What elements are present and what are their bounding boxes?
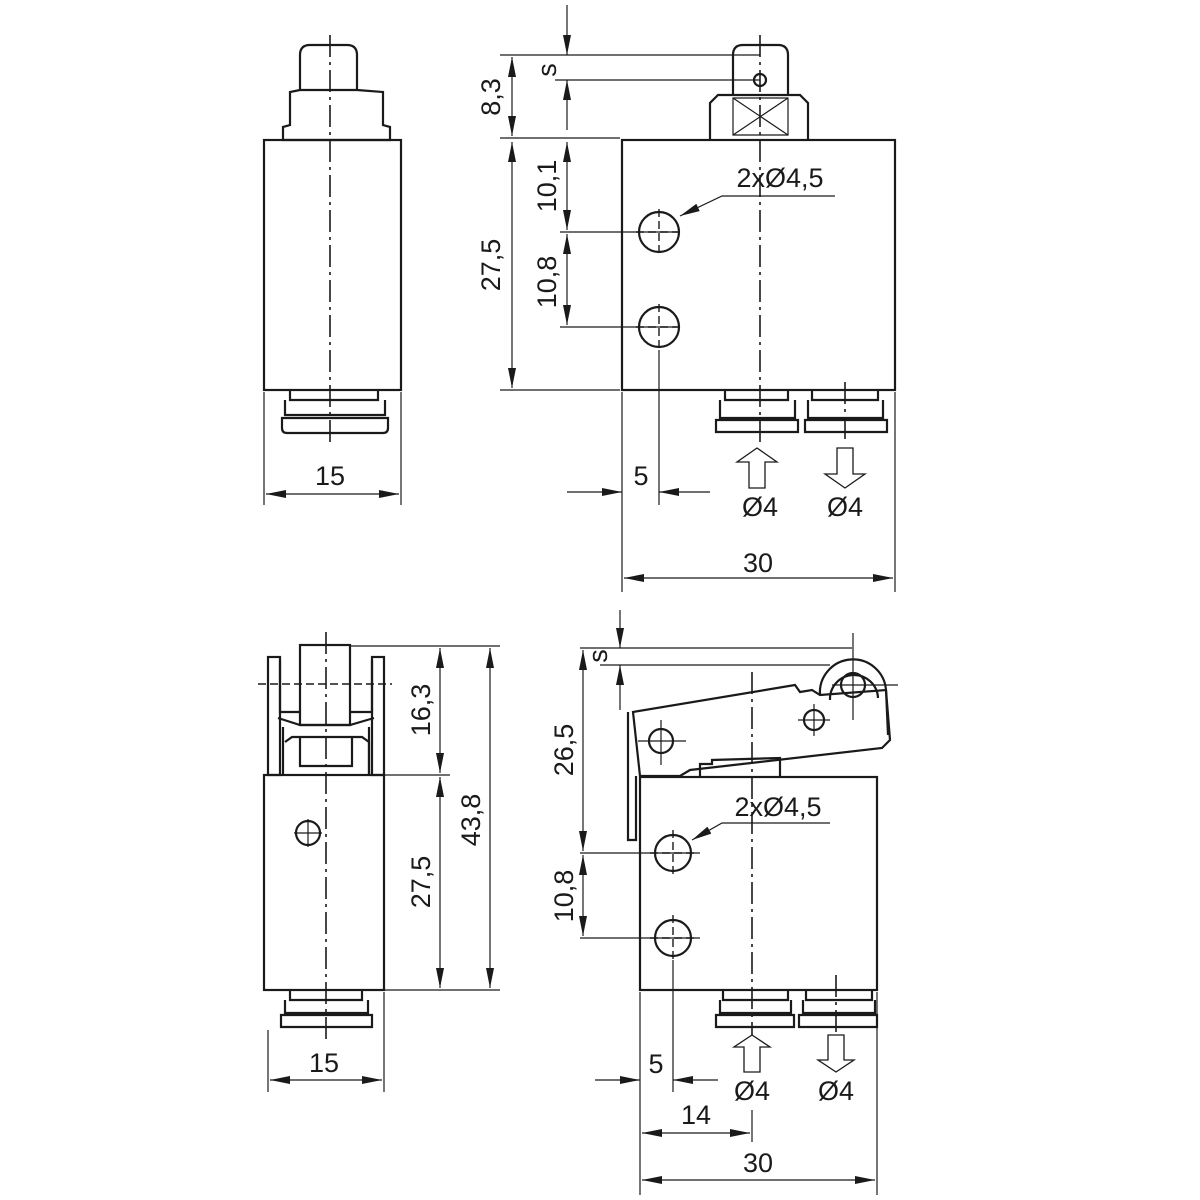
dim-16-3-label: 16,3 bbox=[406, 684, 436, 737]
stroke-label: s bbox=[532, 63, 562, 77]
dim-5-label: 5 bbox=[648, 1049, 663, 1079]
dim-10-1-label: 10,1 bbox=[532, 160, 562, 213]
top-left-view: 15 bbox=[262, 35, 403, 505]
dim-10-8-label: 10,8 bbox=[549, 870, 579, 923]
stroke-label: s bbox=[583, 649, 613, 663]
top-right-view: 8,3 s 10,1 10,8 27,5 2xØ4,5 Ø4 Ø4 5 30 bbox=[476, 5, 897, 592]
width-dim-label: 30 bbox=[743, 548, 773, 578]
dim-5-label: 5 bbox=[633, 461, 648, 491]
port-in-label: Ø4 bbox=[734, 1076, 770, 1106]
lever-arm bbox=[631, 683, 892, 778]
width-dim-label: 30 bbox=[743, 1148, 773, 1178]
width-dim-label: 15 bbox=[309, 1048, 339, 1078]
dim-27-5-label: 27,5 bbox=[406, 856, 436, 909]
inlet-arrow-icon bbox=[734, 447, 780, 489]
holes-label: 2xØ4,5 bbox=[734, 792, 821, 822]
outlet-arrow-icon bbox=[815, 1034, 857, 1073]
inlet-arrow-icon bbox=[731, 1034, 773, 1073]
port-fitting-out bbox=[803, 390, 889, 434]
port-fitting bbox=[280, 390, 390, 435]
dim-27-5-label: 27,5 bbox=[476, 239, 506, 292]
port-out-label: Ø4 bbox=[827, 492, 863, 522]
plunger-collar bbox=[281, 88, 392, 142]
valve-body bbox=[620, 138, 897, 392]
valve-body bbox=[262, 773, 386, 992]
port-out-label: Ø4 bbox=[818, 1076, 854, 1106]
dim-26-5-label: 26,5 bbox=[549, 724, 579, 777]
valve-body bbox=[638, 775, 879, 992]
valve-body bbox=[262, 138, 403, 392]
stroke-dim-label: 8,3 bbox=[476, 78, 506, 116]
dim-43-8-label: 43,8 bbox=[456, 794, 486, 847]
bottom-left-view: 16,3 27,5 43,8 15 bbox=[258, 632, 500, 1092]
port-fitting-in bbox=[714, 990, 796, 1029]
port-fitting-in bbox=[714, 390, 800, 434]
port-fitting-out bbox=[797, 990, 879, 1029]
dim-10-8-label: 10,8 bbox=[532, 256, 562, 309]
plunger-cap bbox=[298, 43, 359, 90]
hex-nut bbox=[708, 93, 810, 140]
outlet-arrow-icon bbox=[822, 447, 868, 489]
port-in-label: Ø4 bbox=[742, 492, 778, 522]
dim-14-label: 14 bbox=[681, 1100, 711, 1130]
bottom-right-view: s 26,5 10,8 2xØ4,5 Ø4 Ø4 5 14 30 bbox=[549, 610, 898, 1195]
width-dim-label: 15 bbox=[315, 461, 345, 491]
holes-label: 2xØ4,5 bbox=[736, 163, 823, 193]
roller bbox=[298, 643, 352, 727]
